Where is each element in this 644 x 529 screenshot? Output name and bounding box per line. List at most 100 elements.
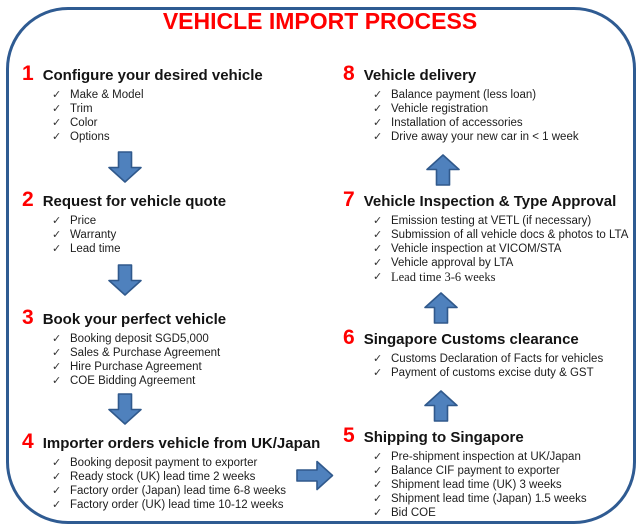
list-item: ✓Lead time 3-6 weeks xyxy=(373,270,628,284)
check-icon: ✓ xyxy=(373,451,383,463)
list-item: ✓Make & Model xyxy=(52,88,263,102)
item-text: Booking deposit payment to exporter xyxy=(70,457,258,469)
arrow-up-icon xyxy=(426,154,460,186)
item-text: Vehicle registration xyxy=(391,103,489,115)
check-icon: ✓ xyxy=(52,333,62,345)
list-item: ✓ Sales & Purchase Agreement xyxy=(52,346,226,360)
page-title: VEHICLE IMPORT PROCESS xyxy=(162,8,478,34)
step-items: ✓Make & Model ✓Trim ✓Color ✓Options xyxy=(22,88,263,144)
item-text: Balance payment (less loan) xyxy=(391,89,537,101)
step-number: 2 xyxy=(22,188,34,211)
item-text: Booking deposit SGD5,000 xyxy=(70,333,209,345)
list-item: ✓ Drive away your new car in < 1 week xyxy=(373,130,579,144)
step-2-request-quote: 2 Request for vehicle quote ✓ Price ✓Warr… xyxy=(22,188,226,256)
step-number: 5 xyxy=(343,424,355,447)
step-heading: 4 Importer orders vehicle from UK/Japan xyxy=(22,430,321,453)
list-item: ✓ Price xyxy=(52,214,226,228)
check-icon: ✓ xyxy=(373,229,383,241)
item-text: Customs Declaration of Facts for vehicle… xyxy=(391,353,604,365)
list-item: ✓ Vehicle inspection at VICOM/STA xyxy=(373,242,628,256)
check-icon: ✓ xyxy=(373,89,383,101)
check-icon: ✓ xyxy=(52,215,62,227)
item-text: Lead time 3-6 weeks xyxy=(391,270,496,284)
check-icon: ✓ xyxy=(373,367,383,379)
step-title: Importer orders vehicle from UK/Japan xyxy=(42,435,321,452)
item-text: Emission testing at VETL (if necessary) xyxy=(391,215,592,227)
rounded-border-frame xyxy=(6,7,636,524)
item-text: Shipment lead time (Japan) 1.5 weeks xyxy=(391,493,587,505)
list-item: ✓Warranty xyxy=(52,228,226,242)
item-text: Payment of customs excise duty & GST xyxy=(391,367,594,379)
check-icon: ✓ xyxy=(373,103,383,115)
arrow-right-icon xyxy=(296,460,334,491)
check-icon: ✓ xyxy=(373,479,383,491)
list-item: ✓ Booking deposit SGD5,000 xyxy=(52,332,226,346)
step-7-inspection-approval: 7 Vehicle Inspection & Type Approval ✓Em… xyxy=(343,189,628,284)
check-icon: ✓ xyxy=(52,243,62,255)
step-1-configure-vehicle: 1 Configure your desired vehicle ✓Make &… xyxy=(22,62,263,144)
step-heading: 7 Vehicle Inspection & Type Approval xyxy=(343,189,628,210)
list-item: ✓ Booking deposit payment to exporter xyxy=(52,456,320,470)
step-title: Configure your desired vehicle xyxy=(42,67,263,84)
list-item: ✓ Hire Purchase Agreement xyxy=(52,360,226,374)
step-5-shipping: 5 Shipping to Singapore ✓Pre-shipment in… xyxy=(343,424,587,520)
check-icon: ✓ xyxy=(52,347,62,359)
item-text: Price xyxy=(70,215,97,227)
step-number: 4 xyxy=(22,430,34,453)
step-title: Singapore Customs clearance xyxy=(363,331,579,348)
check-icon: ✓ xyxy=(52,361,62,373)
step-4-importer-orders: 4 Importer orders vehicle from UK/Japan … xyxy=(22,430,321,512)
step-number: 3 xyxy=(22,306,34,329)
check-icon: ✓ xyxy=(52,457,62,469)
check-icon: ✓ xyxy=(373,465,383,477)
step-items: ✓ Customs Declaration of Facts for vehicl… xyxy=(343,352,603,380)
step-items: ✓ Booking deposit SGD5,000 ✓ Sales & Purch… xyxy=(22,332,226,388)
item-text: Submission of all vehicle docs & photos … xyxy=(391,229,629,241)
list-item: ✓ Balance payment (less loan) xyxy=(373,88,579,102)
item-text: Shipment lead time (UK) 3 weeks xyxy=(391,479,562,491)
item-text: Vehicle inspection at VICOM/STA xyxy=(391,243,562,255)
list-item: ✓Options xyxy=(52,130,263,144)
step-items: ✓ Balance payment (less loan) ✓ Vehicle re… xyxy=(343,88,579,144)
step-heading: 5 Shipping to Singapore xyxy=(343,424,587,447)
list-item: ✓COE Bidding Agreement xyxy=(52,374,226,388)
step-title: Book your perfect vehicle xyxy=(42,311,227,328)
step-6-customs-clearance: 6 Singapore Customs clearance ✓ Customs D… xyxy=(343,326,603,380)
check-icon: ✓ xyxy=(373,117,383,129)
step-items: ✓Emission testing at VETL (if necessary)… xyxy=(343,214,628,284)
item-text: Lead time xyxy=(70,243,121,255)
list-item: ✓ Vehicle registration xyxy=(373,102,579,116)
list-item: ✓ Shipment lead time (UK) 3 weeks xyxy=(373,478,587,492)
step-heading: 6 Singapore Customs clearance xyxy=(343,326,603,349)
arrow-up-icon xyxy=(424,292,458,324)
step-title: Shipping to Singapore xyxy=(363,429,524,446)
step-8-vehicle-delivery: 8 Vehicle delivery ✓ Balance payment (les… xyxy=(343,63,579,144)
step-heading: 2 Request for vehicle quote xyxy=(22,188,226,211)
item-text: Sales & Purchase Agreement xyxy=(70,347,221,359)
list-item: ✓ Lead time xyxy=(52,242,226,256)
check-icon: ✓ xyxy=(52,89,62,101)
item-text: Factory order (Japan) lead time 6-8 week… xyxy=(70,485,287,497)
check-icon: ✓ xyxy=(373,243,383,255)
list-item: ✓Color xyxy=(52,116,263,130)
check-icon: ✓ xyxy=(52,499,62,511)
list-item: ✓Vehicle approval by LTA xyxy=(373,256,628,270)
check-icon: ✓ xyxy=(52,471,62,483)
item-text: Drive away your new car in < 1 week xyxy=(391,131,579,143)
item-text: Options xyxy=(70,131,110,143)
item-text: COE Bidding Agreement xyxy=(70,375,196,387)
step-items: ✓ Price ✓Warranty ✓ Lead time xyxy=(22,214,226,256)
step-number: 6 xyxy=(343,326,355,349)
list-item: ✓Factory order (Japan) lead time 6-8 wee… xyxy=(52,484,320,498)
list-item: ✓Installation of accessories xyxy=(373,116,579,130)
item-text: Color xyxy=(70,117,98,129)
step-heading: 8 Vehicle delivery xyxy=(343,63,579,84)
list-item: ✓Emission testing at VETL (if necessary) xyxy=(373,214,628,228)
list-item: ✓Ready stock (UK) lead time 2 weeks xyxy=(52,470,320,484)
step-number: 1 xyxy=(22,62,34,85)
item-text: Hire Purchase Agreement xyxy=(70,361,202,373)
item-text: Balance CIF payment to exporter xyxy=(391,465,560,477)
check-icon: ✓ xyxy=(373,131,383,143)
arrow-down-icon xyxy=(108,151,142,183)
